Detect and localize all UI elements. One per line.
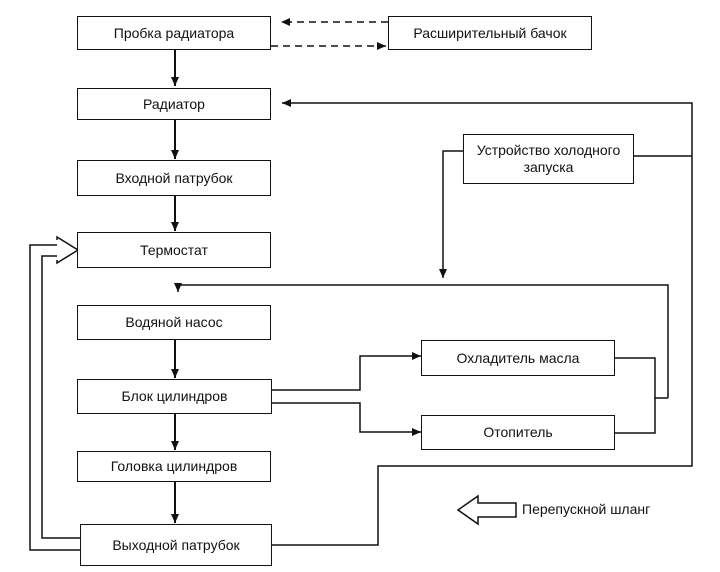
block-to-heater-line	[272, 402, 421, 436]
cylinder-block-box: Блок цилиндров	[77, 379, 272, 414]
bypass-hose-legend-icon	[456, 494, 517, 526]
cold-start-device-box: Устройство холодного запуска	[463, 134, 634, 184]
bypass-hose	[29, 244, 80, 551]
cold-start-to-pump-line	[439, 150, 463, 278]
oil-cooler-outlet-line	[615, 357, 668, 399]
heater-box: Отопитель	[421, 415, 615, 450]
cooler-return-line	[174, 283, 669, 398]
water-pump-box: Водяной насос	[77, 305, 271, 340]
cylinder-head-box: Головка цилиндров	[77, 451, 271, 482]
thermostat-box: Термостат	[77, 232, 271, 268]
inlet-pipe-box: Входной патрубок	[77, 160, 271, 196]
expansion-tank-box: Расширительный бачок	[388, 16, 592, 50]
radiator-box: Радиатор	[77, 88, 271, 120]
return-to-radiator-line	[272, 99, 693, 546]
block-to-oil-cooler-line	[272, 352, 421, 391]
radiator-cap-box: Пробка радиатора	[77, 16, 271, 50]
bypass-hose-arrowhead	[56, 235, 80, 265]
heater-outlet-line	[615, 398, 656, 434]
oil-cooler-box: Охладитель масла	[421, 340, 615, 376]
bypass-hose-legend-label: Перепускной шланг	[522, 501, 651, 517]
expansion-tank-links	[271, 18, 388, 50]
outlet-pipe-box: Выходной патрубок	[80, 524, 272, 566]
